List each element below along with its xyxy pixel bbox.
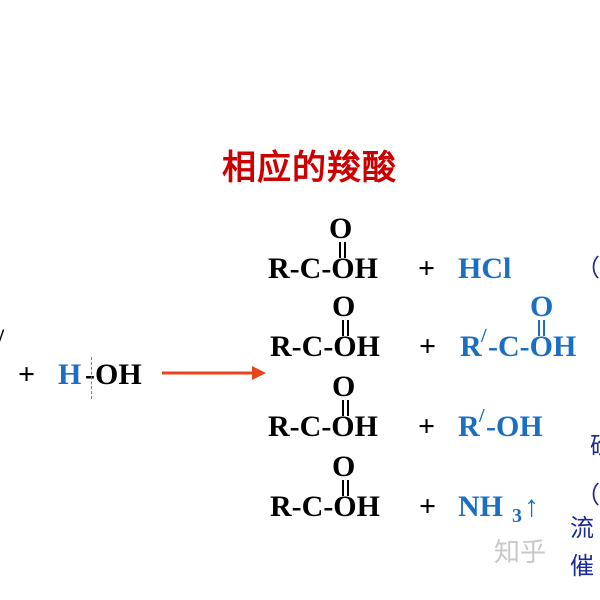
water-hydrogen: H [58,358,82,391]
byproduct-alcohol: -OH [486,410,543,443]
gas-arrow-icon: ↑ [524,490,539,523]
side-note-char: 催 [570,552,594,580]
carbonyl-oxygen: O [329,212,353,245]
side-note-char: 硷 [590,434,600,458]
byproduct-prime: / [479,405,485,427]
carboxylic-acid-formula: R-C-OH [268,252,378,285]
carbonyl-double-bond [339,242,346,258]
side-note-char: 流 [570,514,594,542]
byproduct-ammonia: NH [458,490,503,523]
product-plus: + [419,490,437,523]
byproduct-hcl: HCl [458,252,512,285]
carboxylic-acid-formula: R-C-OH [268,410,378,443]
carbonyl-double-bond [342,480,349,496]
byproduct-r: R [460,330,482,363]
water-hydroxyl: -OH [85,358,142,391]
carbonyl-double-bond [342,400,349,416]
byproduct-acid: -C-OH [488,330,577,363]
reactant-prime-mark: / [0,326,4,348]
carboxylic-acid-formula: R-C-OH [270,330,380,363]
side-note-paren: （ [576,481,600,509]
byproduct-double-bond [538,320,545,336]
cleavage-line [91,357,92,399]
byproduct-r: R [458,410,480,443]
carboxylic-acid-formula: R-C-OH [270,490,380,523]
carbonyl-oxygen: O [332,370,356,403]
reaction-arrow [162,366,266,380]
product-plus: + [418,410,436,443]
watermark: 知乎 [494,538,547,568]
carbonyl-oxygen: O [332,290,356,323]
reactant-plus: + [18,358,36,391]
carbonyl-oxygen: O [332,450,356,483]
product-plus: + [419,330,437,363]
byproduct-carbonyl-oxygen: O [530,290,554,323]
byproduct-prime: / [481,325,487,347]
slide-title: 相应的羧酸 [222,148,397,188]
product-plus: + [418,252,436,285]
side-note-paren: （ [576,254,600,282]
carbonyl-double-bond [342,320,349,336]
byproduct-subscript: 3 [512,505,522,527]
